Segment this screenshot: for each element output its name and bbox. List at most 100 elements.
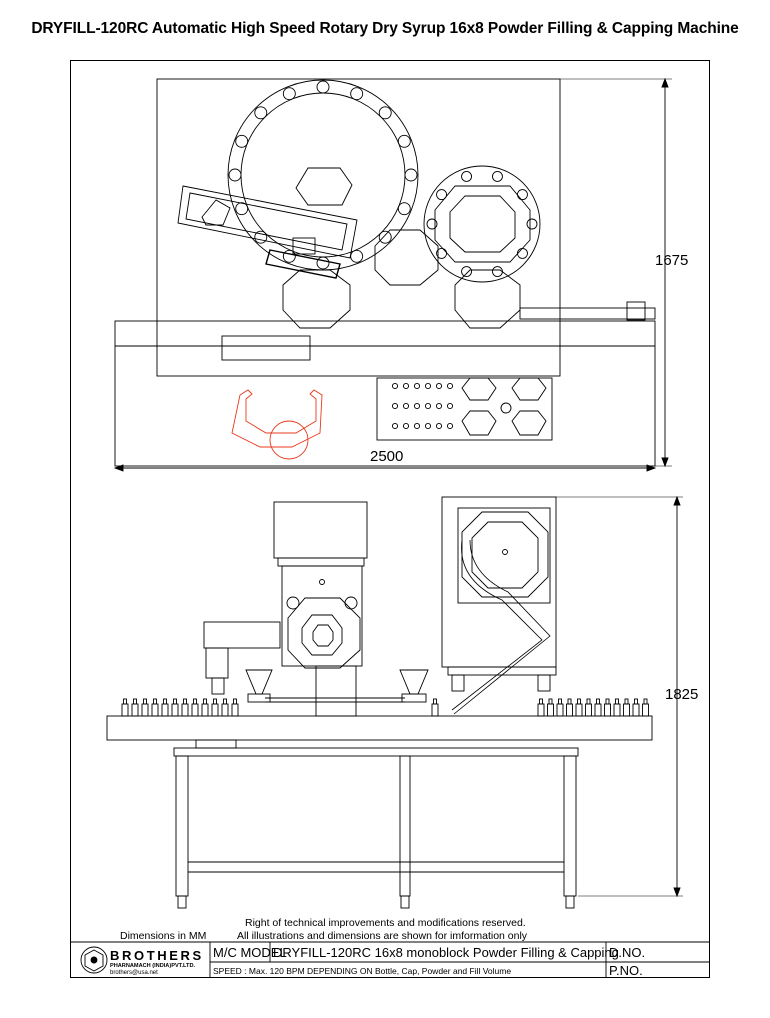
control-button: [391, 402, 399, 410]
conveyor-table: [106, 715, 653, 741]
control-button: [446, 402, 454, 410]
brand-email: brothers@usa.net: [110, 970, 158, 976]
cap-pocket: [526, 218, 538, 230]
bottle: [151, 703, 159, 717]
speed-note: SPEED : Max. 120 BPM DEPENDING ON Bottle…: [213, 966, 512, 976]
drawing-frame: [70, 60, 710, 978]
bottle: [131, 703, 139, 717]
turret-pocket: [254, 230, 268, 244]
cap-pocket: [492, 266, 503, 278]
control-button: [424, 382, 432, 390]
bottle: [623, 703, 630, 717]
turret-pocket: [254, 106, 268, 120]
front-view: [106, 495, 683, 909]
control-button: [391, 382, 399, 390]
leg-right: [563, 755, 577, 897]
bottle: [556, 703, 564, 717]
control-buttons: [391, 382, 454, 430]
control-button: [402, 382, 410, 390]
turret-pocket: [282, 249, 296, 263]
bottle: [141, 703, 149, 717]
cap-pocket: [436, 247, 447, 259]
top-view-base: [114, 320, 656, 467]
cap-pocket: [492, 170, 503, 182]
bottle: [547, 703, 554, 717]
cap-pocket: [436, 189, 447, 201]
leg-left: [175, 755, 189, 897]
cap-pocket: [426, 218, 438, 230]
turret-pocket: [350, 249, 364, 263]
bottle: [575, 703, 583, 717]
turret-pocket: [282, 87, 296, 101]
control-button: [435, 382, 443, 390]
top-view: [113, 77, 672, 472]
star-wheel-right: [454, 269, 521, 329]
model-description: DRYFILL-120RC 16x8 monoblock Powder Fill…: [273, 945, 619, 960]
brand-name: BROTHERS: [110, 948, 204, 963]
turret-pocket: [316, 80, 330, 94]
top-view-enclosure: [156, 78, 561, 377]
bottle: [181, 703, 189, 717]
bottle: [221, 703, 229, 717]
turret-pocket: [397, 134, 411, 148]
brand-logo-icon: [80, 946, 108, 974]
control-button: [446, 422, 454, 430]
control-button: [435, 422, 443, 430]
control-button: [435, 402, 443, 410]
cap-pocket: [517, 189, 528, 201]
control-button: [391, 422, 399, 430]
bottle: [201, 703, 209, 717]
bottle: [121, 703, 129, 717]
control-button: [424, 402, 432, 410]
left-arm: [203, 621, 281, 649]
auger-hopper: [177, 185, 358, 259]
turret-pockets: [228, 80, 538, 278]
brand-company: PHARNAMACH (INDIA)PVT.LTD.: [110, 963, 196, 969]
bottle: [191, 703, 199, 717]
control-button: [413, 402, 421, 410]
funnel-left: [245, 669, 273, 695]
front-hopper: [273, 501, 368, 559]
filling-head: [265, 249, 341, 279]
bottle: [537, 703, 545, 717]
cap-pocket: [461, 170, 472, 182]
title-block: [70, 941, 710, 978]
control-button: [413, 382, 421, 390]
model-label: M/C MODEL: [213, 945, 287, 960]
bottle: [585, 703, 592, 717]
control-button: [446, 382, 454, 390]
top-view-panel-slot: [221, 335, 311, 361]
bottle: [613, 703, 621, 717]
bottle: [171, 703, 179, 717]
control-panel: [376, 377, 553, 441]
dim-front-height: 1825: [665, 686, 699, 703]
funnel-right: [399, 669, 429, 695]
feed-octagon: [295, 167, 353, 206]
units-note: Dimensions in MM: [120, 930, 207, 942]
part-number-label: P.NO.: [609, 963, 643, 978]
star-wheel-left: [282, 269, 351, 329]
drawing-title: DRYFILL-120RC Automatic High Speed Rotar…: [31, 20, 739, 37]
turret-pocket: [316, 256, 330, 270]
cap-pocket: [517, 247, 528, 259]
control-button: [402, 402, 410, 410]
turret-pocket: [228, 168, 242, 182]
operator-figure: [231, 389, 323, 460]
turret-pocket: [404, 168, 418, 182]
turret-pocket: [378, 106, 392, 120]
rights-note: Right of technical improvements and modi…: [245, 917, 526, 929]
leg-mid: [399, 755, 411, 897]
bottle: [594, 703, 602, 717]
cap-pocket: [461, 266, 472, 278]
bottle: [211, 703, 219, 717]
cap-turret: [423, 165, 541, 283]
bottle: [431, 703, 439, 717]
star-wheel-mid: [374, 229, 439, 286]
info-note: All illustrations and dimensions are sho…: [237, 930, 528, 942]
turret-pocket: [397, 202, 411, 216]
turret-pocket: [235, 134, 249, 148]
bottle: [632, 703, 640, 717]
bottle: [231, 703, 239, 717]
turret-pocket: [235, 202, 249, 216]
